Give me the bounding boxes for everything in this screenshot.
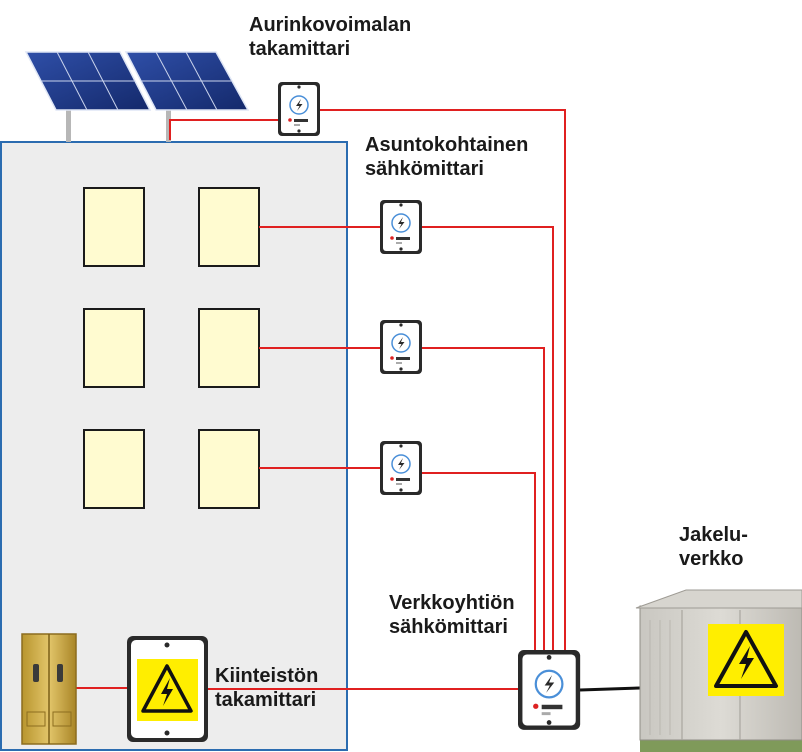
transformer-station-icon bbox=[635, 589, 802, 752]
solar-meter-icon bbox=[277, 81, 321, 137]
apartment-meter-2-icon bbox=[379, 319, 423, 375]
switchboard-icon bbox=[21, 633, 77, 745]
solar-meter-label-line1: Aurinkovoimalan bbox=[249, 14, 412, 36]
high-voltage-warning-icon bbox=[708, 624, 784, 696]
apartment-meter-label-line2: sähkömittari bbox=[365, 158, 484, 180]
grid-label-line1: Jakelu- bbox=[679, 524, 748, 546]
window bbox=[198, 308, 260, 388]
utility-meter-icon bbox=[516, 648, 582, 732]
solar-meter-to-utility-wire bbox=[320, 109, 566, 652]
property-meter-label-line1: Kiinteistön bbox=[215, 665, 319, 687]
apartment-meter-3-icon bbox=[379, 440, 423, 496]
apartment-meter-1-icon bbox=[379, 199, 423, 255]
window bbox=[198, 429, 260, 509]
utility-meter-label-line1: Verkkoyhtiön bbox=[389, 592, 515, 614]
window bbox=[83, 308, 145, 388]
apartment-3-meter-wire bbox=[422, 472, 536, 652]
wiring bbox=[76, 109, 566, 690]
apartment-meter-label: Asuntokohtainen sähkömittari bbox=[365, 133, 528, 181]
grid-label: Jakelu- verkko bbox=[679, 523, 748, 571]
solar-to-meter-wire bbox=[169, 119, 278, 140]
building-windows bbox=[83, 187, 260, 509]
high-voltage-warning-icon bbox=[137, 659, 198, 721]
window bbox=[198, 187, 260, 267]
window bbox=[83, 429, 145, 509]
grid-label-line2: verkko bbox=[679, 548, 744, 570]
property-meter-icon bbox=[127, 636, 208, 742]
solar-meter-label: Aurinkovoimalan takamittari bbox=[249, 13, 411, 61]
apartment-2-meter-wire bbox=[422, 347, 545, 652]
window bbox=[83, 187, 145, 267]
grid-connection-wire bbox=[579, 686, 641, 692]
apartment-meter-label-line1: Asuntokohtainen bbox=[365, 134, 529, 156]
solar-meter-label-line2: takamittari bbox=[249, 38, 351, 60]
apartment-1-meter-wire bbox=[422, 226, 554, 652]
solar-panel-icon bbox=[24, 51, 250, 142]
property-meter-label: Kiinteistön takamittari bbox=[215, 664, 318, 712]
utility-meter-label-line2: sähkömittari bbox=[389, 616, 508, 638]
property-meter-label-line2: takamittari bbox=[215, 689, 317, 711]
utility-meter-label: Verkkoyhtiön sähkömittari bbox=[389, 591, 515, 639]
